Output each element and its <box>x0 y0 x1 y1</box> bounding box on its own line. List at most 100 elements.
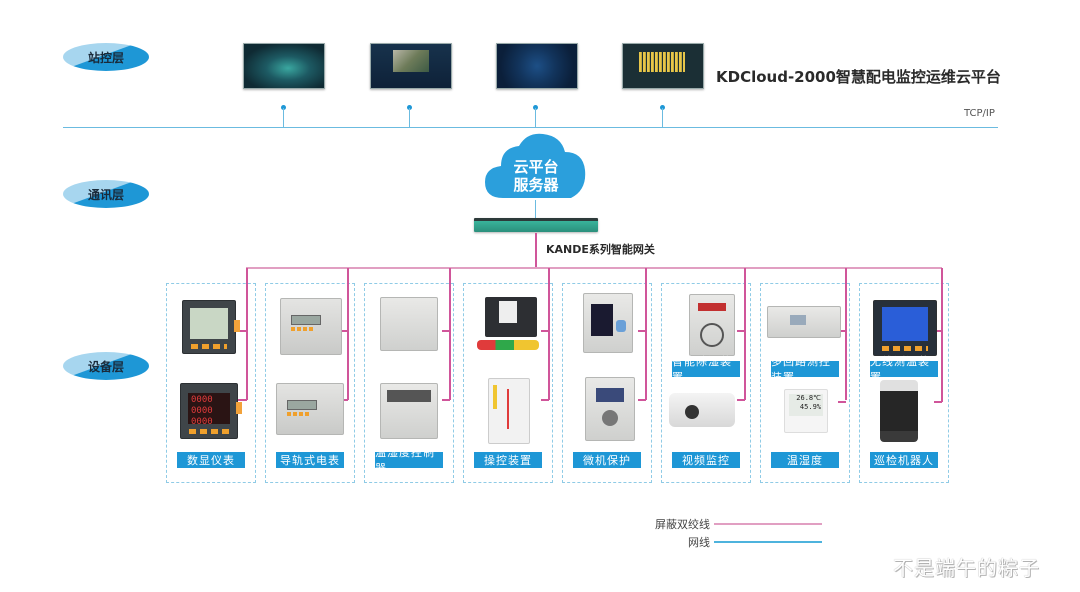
device-label-0: 数显仪表 <box>177 452 245 468</box>
bus-stub <box>838 401 846 403</box>
bus-stub <box>238 399 247 401</box>
cloud-gateway-link <box>535 200 536 218</box>
lcd-panel-meter <box>182 300 236 354</box>
connector-line <box>409 108 410 127</box>
device-label-6: 温湿度 <box>771 452 839 468</box>
bus-drop <box>845 268 847 400</box>
layer-device-label: 设备层 <box>87 359 124 374</box>
meter-clip <box>236 402 242 414</box>
gateway-downlink <box>535 233 537 268</box>
device-group-5 <box>661 283 751 483</box>
cloud-icon <box>485 133 586 198</box>
legend-label-network: 网线 <box>688 536 710 549</box>
device-label-7: 巡检机器人 <box>870 452 938 468</box>
device-group-6 <box>760 283 850 483</box>
device-group-3 <box>463 283 553 483</box>
bus-drop <box>548 268 550 400</box>
bus-stub <box>541 399 549 401</box>
legend-line-shielded <box>714 523 822 525</box>
inspection-robot <box>880 380 918 442</box>
bus-stub <box>737 399 745 401</box>
device-group-0 <box>166 283 256 483</box>
bus-stub <box>541 330 549 332</box>
din-rail-meter-three <box>276 383 344 435</box>
connector-line <box>283 108 284 127</box>
legend-line-network <box>714 541 822 543</box>
humidity-reading: 45.9 <box>799 403 817 411</box>
tcp-ip-bus <box>63 127 998 128</box>
bus-stub <box>240 330 247 332</box>
watermark: 不是端午的粽子 <box>893 556 1040 580</box>
wireless-temp-meter <box>873 300 937 356</box>
humidity-controller-display <box>380 383 438 439</box>
device-label-2: 温湿度控制器 <box>375 446 443 475</box>
device-label-5: 视频监控 <box>672 452 740 468</box>
shielded-pair-bus <box>246 267 942 269</box>
bus-stub <box>442 399 450 401</box>
bus-stub <box>340 330 348 332</box>
device-label-4: 微机保护 <box>573 452 641 468</box>
bus-drop <box>941 268 943 402</box>
connector-line <box>662 108 663 127</box>
device-sublabel-7: 无线测温装置 <box>870 355 938 384</box>
map-dashboard-screen <box>370 43 452 89</box>
protection-relay-lcd <box>585 377 635 441</box>
bus-drop <box>347 268 349 400</box>
device-sublabel-6: 多回路测控装置 <box>771 355 839 384</box>
bus-drop <box>449 268 451 400</box>
legend-label-shielded: 屏蔽双绞线 <box>655 518 710 531</box>
bus-stub <box>934 401 942 403</box>
bus-stub <box>638 330 646 332</box>
layer-communication-label: 通讯层 <box>87 187 124 202</box>
temp-reading: 26.8 <box>796 394 814 402</box>
layer-communication: 通讯层 <box>63 180 149 208</box>
bus-stub <box>638 399 646 401</box>
dehumidifier <box>689 294 735 356</box>
device-group-4 <box>562 283 652 483</box>
bar-chart-dashboard-screen <box>622 43 704 89</box>
gateway-device <box>474 218 598 232</box>
din-rail-meter-single <box>280 298 342 355</box>
bus-stub <box>934 330 942 332</box>
connector-dot <box>660 105 665 110</box>
device-label-3: 操控装置 <box>474 452 542 468</box>
temp-humidity-sensor: 26.8℃ 45.9% <box>784 389 828 433</box>
meter-clip <box>234 320 240 332</box>
layer-station: 站控层 <box>63 43 149 71</box>
device-label-1: 导轨式电表 <box>276 452 344 468</box>
globe-dashboard-screen <box>496 43 578 89</box>
bus-stub <box>737 330 745 332</box>
bus-stub <box>838 330 846 332</box>
cloud-line1: 云平台 <box>513 158 559 176</box>
switchgear-operator <box>485 297 537 337</box>
device-group-2 <box>364 283 454 483</box>
protection-relay-color <box>583 293 633 353</box>
device-sublabel-5: 智能除湿装置 <box>672 355 740 384</box>
bus-stub <box>442 330 450 332</box>
humidity-controller <box>380 297 438 351</box>
layer-device: 设备层 <box>63 352 149 380</box>
protocol-label: TCP/IP <box>964 108 995 119</box>
bus-stub <box>340 399 348 401</box>
connector-dot <box>533 105 538 110</box>
cloud-line2: 服务器 <box>513 176 559 194</box>
device-group-7 <box>859 283 949 483</box>
humidity-unit: % <box>816 403 821 411</box>
switchgear-diagram-panel <box>488 378 530 444</box>
test-leads <box>477 340 539 350</box>
bus-drop <box>744 268 746 400</box>
device-group-1 <box>265 283 355 483</box>
bus-drop <box>246 268 248 400</box>
gateway-label: KANDE系列智能网关 <box>546 243 655 256</box>
multi-circuit-controller <box>767 306 841 338</box>
connector-line <box>535 108 536 127</box>
connector-dot <box>407 105 412 110</box>
platform-title: KDCloud-2000智慧配电监控运维云平台 <box>716 68 1001 86</box>
cloud-server-label: 云平台 服务器 <box>483 158 589 194</box>
layer-station-label: 站控层 <box>87 50 124 65</box>
bullet-camera <box>669 393 735 427</box>
connector-dot <box>281 105 286 110</box>
substation-3d-dashboard-screen <box>243 43 325 89</box>
temp-unit: ℃ <box>813 394 821 402</box>
